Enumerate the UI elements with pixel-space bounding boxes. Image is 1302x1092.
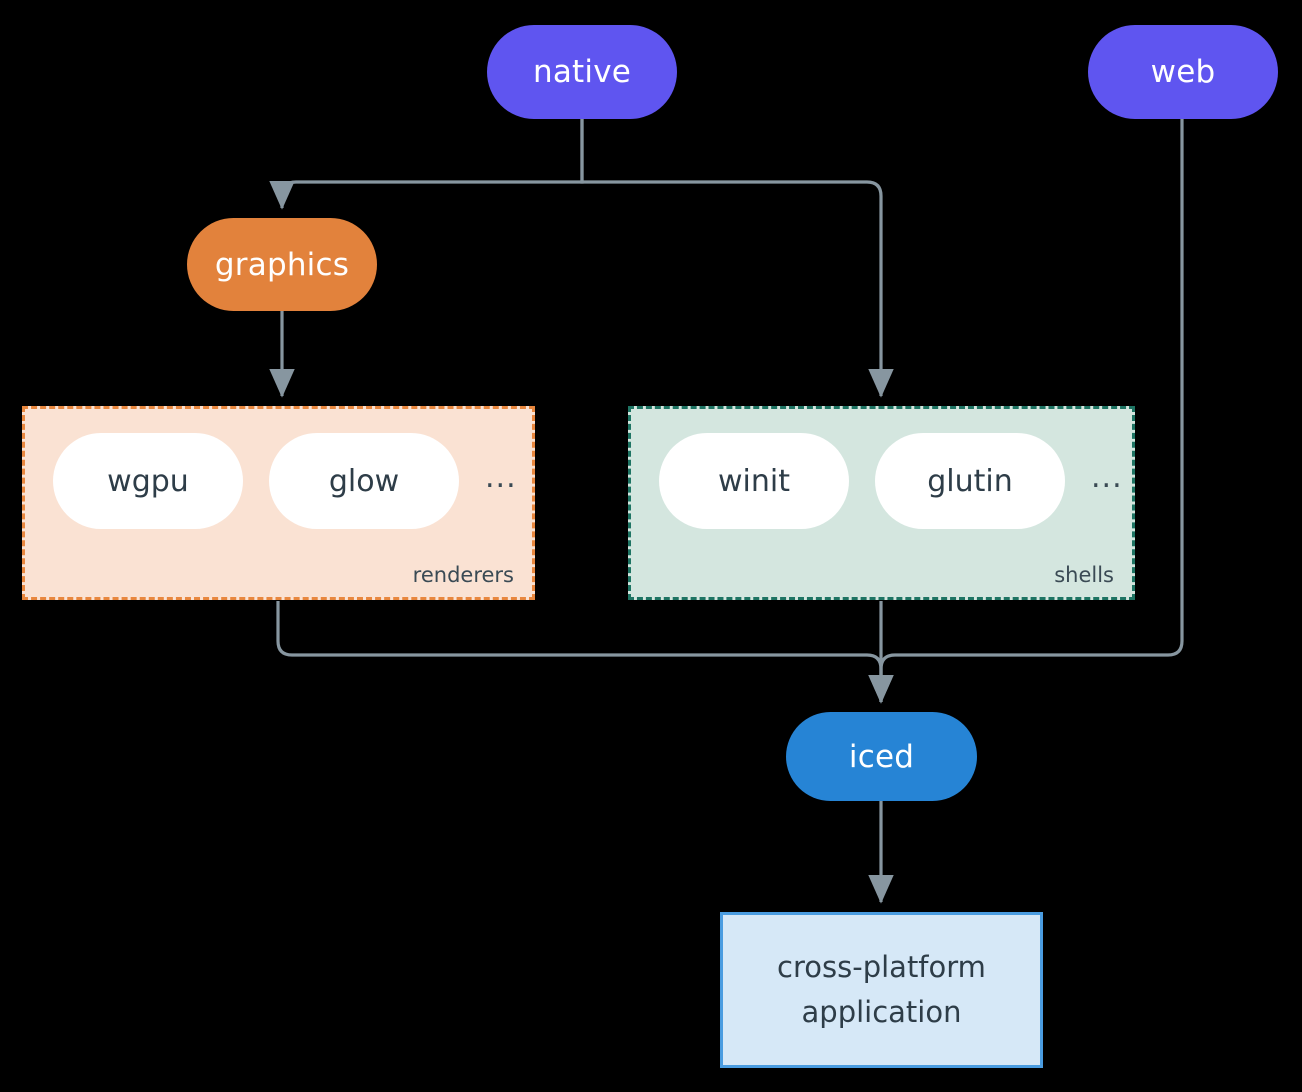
edge-renderers-to-iced bbox=[276, 601, 894, 704]
item-winit[interactable]: winit bbox=[659, 433, 849, 529]
item-glutin-label: glutin bbox=[927, 463, 1013, 499]
node-iced-label: iced bbox=[848, 738, 915, 775]
item-winit-label: winit bbox=[718, 463, 790, 499]
edge-native-to-graphics bbox=[269, 119, 584, 210]
group-shells: winit glutin ... shells bbox=[628, 406, 1135, 600]
node-web-label: web bbox=[1150, 54, 1216, 90]
application-label-line1: cross-platform bbox=[777, 950, 986, 985]
application-label-line2: application bbox=[801, 995, 962, 1029]
group-shells-items: winit glutin ... bbox=[631, 433, 1132, 529]
node-native[interactable]: native bbox=[487, 25, 677, 119]
group-renderers-label: renderers bbox=[412, 563, 514, 587]
node-web[interactable]: web bbox=[1088, 25, 1278, 119]
group-shells-label: shells bbox=[1054, 563, 1114, 587]
node-iced[interactable]: iced bbox=[786, 712, 977, 801]
group-renderers-items: wgpu glow ... bbox=[25, 433, 532, 529]
node-graphics[interactable]: graphics bbox=[187, 218, 377, 311]
renderers-overflow-ellipsis: ... bbox=[485, 460, 517, 495]
group-renderers: wgpu glow ... renderers bbox=[22, 406, 535, 600]
item-glow[interactable]: glow bbox=[269, 433, 459, 529]
item-glow-label: glow bbox=[328, 463, 400, 499]
item-wgpu-label: wgpu bbox=[107, 463, 189, 499]
item-wgpu[interactable]: wgpu bbox=[53, 433, 243, 529]
edge-native-to-shells bbox=[580, 119, 894, 398]
node-graphics-label: graphics bbox=[214, 246, 350, 283]
node-native-label: native bbox=[532, 54, 632, 90]
item-glutin[interactable]: glutin bbox=[875, 433, 1065, 529]
shells-overflow-ellipsis: ... bbox=[1091, 460, 1123, 495]
node-cross-platform-application[interactable]: cross-platform application bbox=[720, 912, 1043, 1068]
